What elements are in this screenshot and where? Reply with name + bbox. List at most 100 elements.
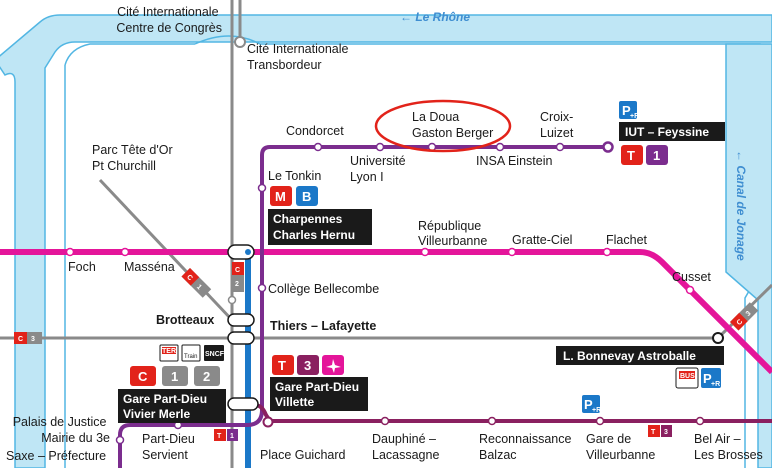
label-croix-luizet: Croix- Luizet	[540, 110, 577, 140]
label-cite-transbordeur: Cité Internationale Transbordeur	[247, 42, 352, 72]
canal-de-jonage	[725, 43, 772, 468]
stop-iut-feyssine[interactable]	[602, 141, 614, 153]
stop-rail-c2[interactable]	[227, 295, 237, 305]
stop-condorcet[interactable]	[313, 142, 323, 152]
svg-text:T: T	[217, 433, 222, 440]
stop-croix-luizet[interactable]	[555, 142, 565, 152]
svg-text:3: 3	[664, 429, 668, 436]
svg-text:L. Bonnevay Astroballe: L. Bonnevay Astroballe	[563, 349, 696, 363]
svg-text:T: T	[651, 429, 656, 436]
label-gratte-ciel: Gratte-Ciel	[512, 233, 572, 247]
stop-college-bellecombe[interactable]	[257, 283, 267, 293]
stop-massena[interactable]	[120, 247, 130, 257]
label-reconnaissance: Reconnaissance Balzac	[479, 432, 575, 462]
svg-text:T: T	[278, 358, 286, 373]
tram-t1-line	[118, 145, 608, 468]
stop-universite[interactable]	[375, 142, 385, 152]
inner-channel-top	[64, 43, 195, 66]
svg-text:1: 1	[171, 369, 178, 384]
label-republique: République Villeurbanne	[418, 219, 487, 248]
svg-text:P: P	[584, 397, 593, 412]
stop-le-tonkin[interactable]	[257, 183, 267, 193]
label-bel-air: Bel Air – Les Brosses	[694, 432, 763, 462]
stop-republique[interactable]	[420, 247, 430, 257]
label-part-dieu-servient: Part-Dieu Servient	[142, 432, 198, 462]
label-massena: Masséna	[124, 260, 175, 274]
rhone-river	[0, 14, 772, 468]
svg-text:M: M	[275, 189, 286, 204]
svg-text:BUS: BUS	[680, 373, 695, 380]
charpennes-interchange[interactable]	[227, 244, 255, 260]
stop-saxe-prefecture[interactable]	[115, 435, 125, 445]
svg-text:Train: Train	[184, 354, 197, 360]
brotteaux-interchange[interactable]	[227, 313, 255, 327]
label-brotteaux: Brotteaux	[156, 313, 214, 327]
thiers-interchange[interactable]	[227, 331, 255, 345]
label-universite: Université Lyon I	[350, 154, 409, 184]
svg-text:Gare Part-Dieu Villette: Gare Part-Dieu Villette	[275, 380, 362, 409]
stop-gratte-ciel[interactable]	[507, 247, 517, 257]
svg-text:C: C	[18, 336, 23, 343]
label-flachet: Flachet	[606, 233, 648, 247]
svg-text:3: 3	[31, 336, 35, 343]
badge-c3-west: C 3	[14, 332, 42, 344]
svg-text:P: P	[703, 371, 712, 386]
svg-text:2: 2	[235, 281, 239, 288]
svg-text:+R: +R	[711, 381, 720, 388]
la-doua-highlight	[374, 99, 512, 153]
label-parc-tete-dor: Parc Tête d'Or Pt Churchill	[92, 143, 176, 173]
svg-text:C: C	[185, 274, 194, 283]
metro-a-line	[0, 249, 772, 375]
hub-bonnevay[interactable]: L. Bonnevay Astroballe BUS P +R	[556, 346, 724, 389]
gare-part-dieu-interchange[interactable]	[227, 397, 259, 411]
stop-bonnevay[interactable]	[712, 332, 724, 344]
svg-text:B: B	[302, 189, 311, 204]
label-palais-justice: Palais de Justice Mairie du 3e	[13, 415, 110, 445]
svg-text:1: 1	[653, 148, 660, 163]
rhone-label: ← Le Rhône	[400, 10, 470, 24]
svg-text:C: C	[138, 369, 148, 384]
label-place-guichard: Place Guichard	[260, 448, 346, 462]
badge-t1-servient: T 1	[214, 429, 238, 441]
stop-cusset[interactable]	[685, 285, 695, 295]
svg-text:IUT – Feyssine: IUT – Feyssine	[625, 125, 709, 139]
stop-flachet[interactable]	[602, 247, 612, 257]
stop-foch[interactable]	[65, 247, 75, 257]
svg-text:3: 3	[304, 358, 311, 373]
stop-reconnaissance[interactable]	[487, 416, 497, 426]
svg-text:+R: +R	[630, 113, 639, 120]
hub-gare-vivier[interactable]: TER Train SNCF C 1 2 Gare Part-Dieu Vivi…	[118, 344, 226, 423]
charpennes-b-dot	[245, 249, 251, 255]
stop-villette-t3[interactable]	[262, 416, 274, 428]
stop-cite-internationale[interactable]	[234, 36, 246, 48]
label-dauphine: Dauphiné – Lacassagne	[372, 432, 439, 462]
svg-text:SNCF: SNCF	[205, 351, 225, 358]
hub-iut-feyssine[interactable]: P +R IUT – Feyssine T 1	[619, 101, 725, 165]
canal-label: ← Canal de Jonage	[734, 150, 748, 261]
rivers	[0, 14, 772, 468]
station-labels: Cité Internationale Centre de Congrès Ci…	[6, 5, 763, 463]
svg-text:T: T	[627, 148, 635, 163]
label-saxe-prefecture: Saxe – Préfecture	[6, 449, 106, 463]
svg-text:Charpennes Charles Hernu: Charpennes Charles Hernu	[273, 212, 355, 242]
airplane-icon	[326, 359, 341, 373]
stop-insa[interactable]	[495, 142, 505, 152]
svg-text:1: 1	[195, 284, 203, 292]
stop-bel-air[interactable]	[695, 416, 705, 426]
hub-gare-villette[interactable]: T 3 Gare Part-Dieu Villette	[270, 355, 368, 411]
badge-c3-east: C 3	[730, 302, 759, 331]
svg-text:Gare Part-Dieu Vivier Me: Gare Part-Dieu Vivier Merle	[123, 392, 210, 421]
label-cite-congres: Cité Internationale Centre de Congrès	[116, 5, 222, 35]
station-dots	[65, 36, 724, 445]
svg-text:3: 3	[745, 310, 753, 318]
label-la-doua: La Doua Gaston Berger	[412, 110, 493, 140]
stop-gare-villeurbanne[interactable]	[595, 416, 605, 426]
label-gare-villeurbanne: Gare de Villeurbanne	[586, 432, 655, 462]
svg-text:TER: TER	[162, 348, 176, 355]
hub-charpennes[interactable]: M B Charpennes Charles Hernu	[268, 186, 372, 245]
stop-dauphine[interactable]	[380, 416, 390, 426]
label-insa: INSA Einstein	[476, 154, 552, 168]
